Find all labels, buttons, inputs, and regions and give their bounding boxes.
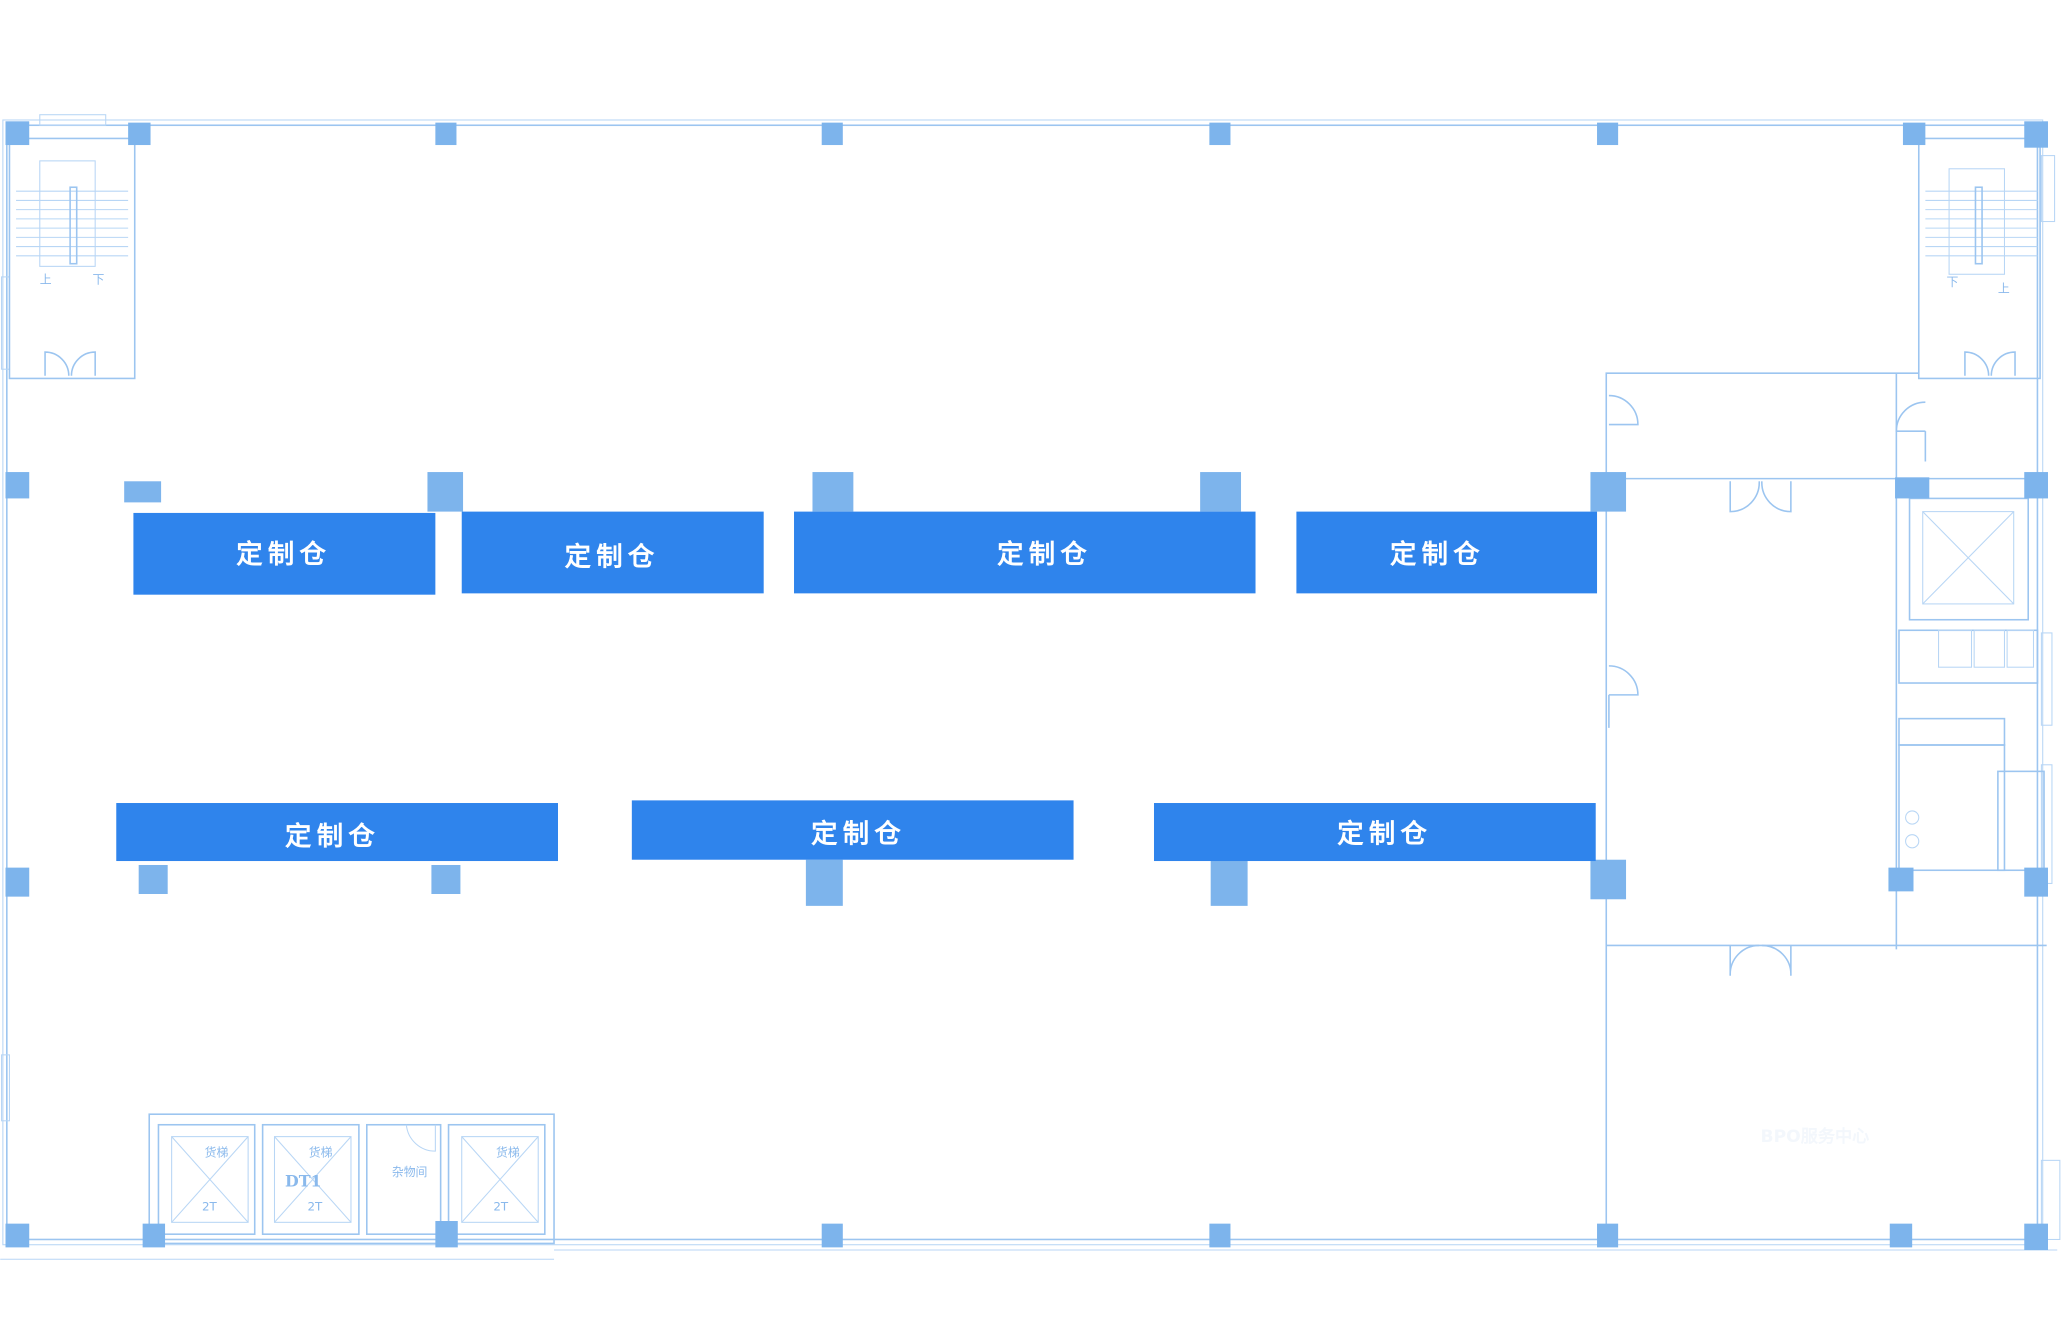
zone-7[interactable]: 定制仓 (1153, 803, 1596, 862)
right-stairwell: 下 上 (1917, 137, 2041, 380)
elevator-capacity-label: 2T (202, 1199, 218, 1213)
zone-4[interactable]: 定制仓 (1296, 511, 1598, 594)
zone-label: 定制仓 (236, 539, 331, 570)
storage-room-label: 杂物间 (392, 1165, 428, 1179)
left-stairwell: 上 下 (8, 137, 136, 380)
columns (5, 121, 2048, 1251)
outer-walls (0, 114, 2061, 1260)
stair-up-label: 上 (40, 272, 52, 286)
zone-1[interactable]: 定制仓 (133, 512, 436, 595)
zone-3[interactable]: 定制仓 (794, 511, 1256, 594)
elevator-capacity-label: 2T (493, 1199, 509, 1213)
elevator-capacity-label: 2T (307, 1199, 323, 1213)
zone-label: 定制仓 (285, 821, 380, 852)
zone-6[interactable]: 定制仓 (631, 800, 1074, 860)
elevator-type-label: 货梯 (496, 1145, 520, 1159)
elevator-code-label: DT1 (285, 1172, 321, 1191)
zone-label: 定制仓 (565, 542, 660, 573)
right-service-block (1605, 372, 2047, 1240)
stair-down-label: 下 (1946, 275, 1958, 289)
zone-label: 定制仓 (997, 539, 1092, 570)
zone-label: 定制仓 (1390, 539, 1485, 570)
elevator-block: 货梯 2T 货梯 DT1 2T 杂物间 货梯 2T (148, 1113, 555, 1245)
stair-up-label: 上 (1998, 282, 2010, 296)
elevator-type-label: 货梯 (205, 1145, 229, 1159)
zone-5[interactable]: 定制仓 (116, 803, 558, 862)
zone-label: 定制仓 (811, 819, 906, 850)
elevator-type-label: 货梯 (309, 1145, 333, 1159)
area-label: BPO服务中心 (1761, 1126, 1870, 1147)
zone-2[interactable]: 定制仓 (461, 511, 764, 594)
zone-label: 定制仓 (1337, 819, 1432, 850)
stair-down-label: 下 (93, 272, 105, 286)
